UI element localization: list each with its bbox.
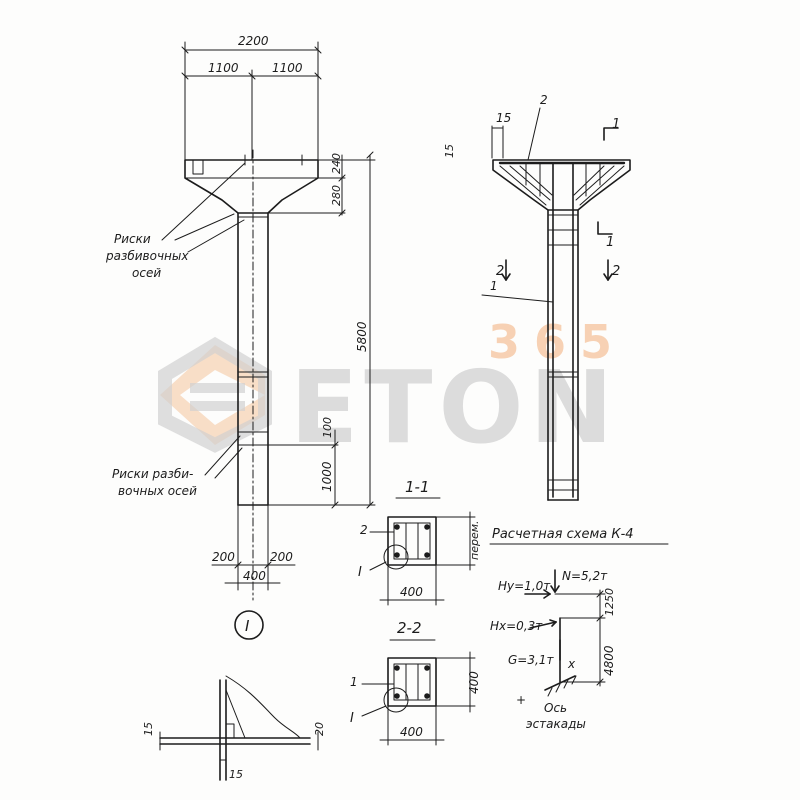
scheme-axis-label-1: Ось <box>544 701 567 715</box>
section-2-2-dims <box>361 651 476 746</box>
elevation-dim-base-width: 400 <box>243 569 266 583</box>
elevation-dim-base-right: 200 <box>270 550 293 564</box>
detail-I-marker: I <box>245 617 250 635</box>
scheme-lines <box>524 569 606 697</box>
elevation-height-dims <box>267 151 376 509</box>
section-mark-1-bottom: 1 <box>606 235 614 250</box>
elevation-dim-lines <box>181 41 322 161</box>
reinforcement-pos2: 2 <box>540 93 548 107</box>
reinforcement-pos1: 1 <box>490 279 498 293</box>
section-2-2: 2-2 1 I 400 400 <box>350 619 481 746</box>
scheme-hx: Hx=0,3т <box>490 619 543 633</box>
section-1-1-dim-right: перем. <box>468 520 481 560</box>
section-2-2-pos1: 1 <box>350 675 358 689</box>
elevation-dim-haunch: 280 <box>330 185 343 206</box>
reinforcement-elevation: 15 15 2 1 1 1 2 2 <box>443 93 631 501</box>
section-1-1-title: 1-1 <box>405 478 430 496</box>
scheme-dim-top: 1250 <box>603 588 616 616</box>
elevation-dim-half-left: 1100 <box>208 61 239 75</box>
watermark: 365 ETON <box>158 315 626 466</box>
watermark-number: 365 <box>488 315 626 369</box>
elevation-dim-lower: 1000 <box>320 461 334 492</box>
section-1-1-pos2: 2 <box>360 523 368 537</box>
marks-label-bottom-1: Риски разби- <box>112 467 193 481</box>
reinforcement-leaders <box>481 107 554 303</box>
reinforcement-outline <box>492 159 631 501</box>
section-1-1-dims <box>369 511 476 606</box>
detail-I-drawing <box>159 675 311 781</box>
section-1-1-outline <box>383 516 437 570</box>
marks-label-top-3: осей <box>132 266 161 280</box>
section-1-1-callout: I <box>358 565 362 580</box>
section-2-2-callout: I <box>350 711 354 726</box>
detail-I-dim-bottom: 15 <box>229 768 243 781</box>
scheme-g: G=3,1т <box>508 653 554 667</box>
reinforcement-dim15-left: 15 <box>443 144 456 158</box>
scheme-axis-label-2: эстакады <box>526 717 586 731</box>
scheme-title: Расчетная схема К-4 <box>492 527 634 542</box>
marks-leaders <box>161 162 246 479</box>
section-2-2-dim-bottom: 400 <box>400 725 423 739</box>
elevation-dim-half-right: 1100 <box>272 61 303 75</box>
column-shaft <box>237 149 269 601</box>
elevation-dim-height: 5800 <box>355 321 369 352</box>
elevation-dim-lower-small: 100 <box>321 417 334 438</box>
section-mark-1-top: 1 <box>612 117 620 132</box>
design-scheme: Расчетная схема К-4 <box>489 527 669 731</box>
watermark-text: ETON <box>290 349 619 466</box>
detail-I: I 15 20 15 <box>142 610 326 781</box>
section-2-2-title: 2-2 <box>397 619 422 637</box>
marks-label-top-2: разбивочных <box>105 249 189 263</box>
elevation-dim-total: 2200 <box>238 34 269 48</box>
section-1-1: 1-1 2 I перем. 400 <box>358 478 481 606</box>
section-2-2-dim-right: 400 <box>467 671 481 694</box>
detail-I-dim-left: 15 <box>142 722 155 736</box>
elevation-dim-top-thickness: 240 <box>330 153 343 174</box>
section-1-1-dim-bottom: 400 <box>400 585 423 599</box>
capital-outline <box>184 154 319 214</box>
scheme-hy: Hy=1,0т <box>498 579 551 593</box>
column-elevation: 2200 1100 1100 <box>105 34 376 601</box>
section-2-2-outline <box>383 657 437 713</box>
section-marker-1-lines <box>501 127 619 281</box>
scheme-plus-mark: + <box>516 693 526 707</box>
marks-label-bottom-2: вочных осей <box>118 484 197 498</box>
scheme-dim-main: 4800 <box>602 645 616 676</box>
marks-label-top-1: Риски <box>114 232 151 246</box>
elevation-base-dims <box>211 504 296 591</box>
section-mark-2-right: 2 <box>612 264 620 279</box>
scheme-x-mark: x <box>567 657 576 671</box>
reinforcement-dim15: 15 <box>496 111 511 125</box>
elevation-dim-base-left: 200 <box>212 550 235 564</box>
scheme-n: N=5,2т <box>562 569 608 583</box>
reinforcement-bars <box>498 161 626 498</box>
detail-I-dims <box>159 731 319 761</box>
detail-I-marker-circle <box>234 610 264 640</box>
section-mark-2-left: 2 <box>496 264 504 279</box>
watermark-logo-icon <box>158 336 272 453</box>
detail-I-dim-right: 20 <box>313 722 326 736</box>
